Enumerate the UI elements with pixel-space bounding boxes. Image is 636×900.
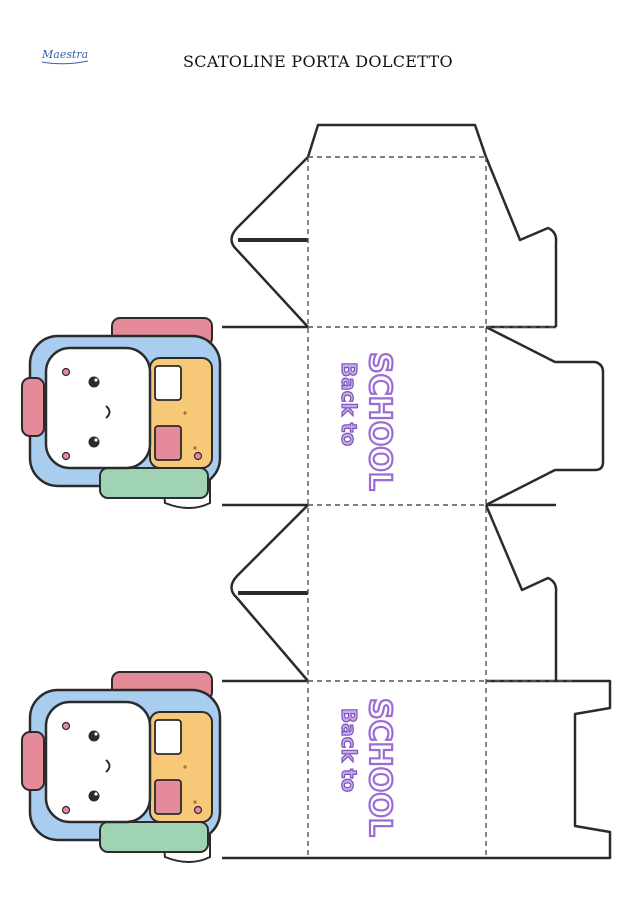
maestra-logo: Maestra [41,48,88,65]
left-flap2-outline [230,504,309,682]
left-flap-outline [230,156,309,328]
box2-top-line [222,679,612,860]
logo-text: Maestra [41,48,88,61]
back-to-school-label-1: Back to SCHOOL [336,351,398,492]
top-flap-outline [306,123,488,158]
backpack-illustration-1 [20,316,222,510]
right-flap2-outline [484,504,558,681]
page-title: SCATOLINE PORTA DOLCETTO [183,52,453,71]
label1-line1: Back to [337,362,361,446]
backpack-illustration-2 [20,670,222,864]
fold-lines [307,156,575,858]
right-flap-outline [484,156,558,327]
back-to-school-label-2: Back to SCHOOL [336,697,398,838]
label1-line2: SCHOOL [362,352,397,491]
label2-line2: SCHOOL [362,698,397,837]
label2-line1: Back to [337,708,361,792]
box1-right-tab [485,325,605,507]
